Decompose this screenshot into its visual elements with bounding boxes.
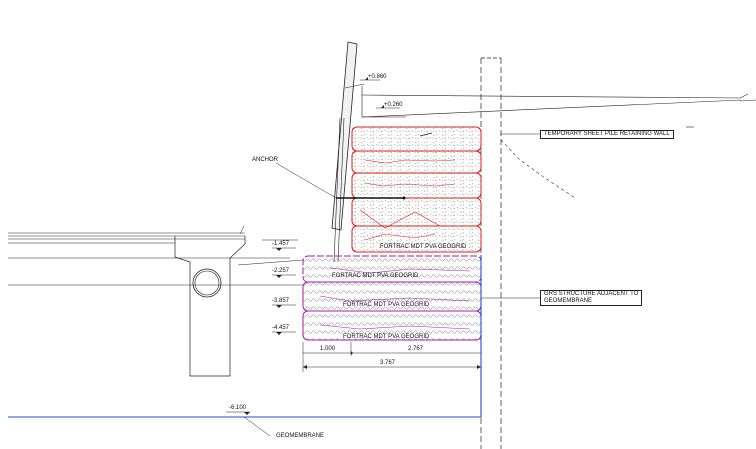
level-1457: -1.457 <box>272 241 290 247</box>
geomembrane-label: GEOMEMBRANE <box>276 433 325 439</box>
grs-callout: GRS STRUCTURE ADJACENT TO GEOMEMBRANE <box>540 290 643 306</box>
level-0860: +0.860 <box>368 74 387 80</box>
geogrid-label-2: FORTRAC MDT PVA GEOGRID <box>332 273 419 279</box>
road-surface <box>361 93 756 199</box>
anchor <box>275 162 406 200</box>
geogrid-label-4: FORTRAC MDT PVA GEOGRID <box>343 334 430 340</box>
level-2257: -2.257 <box>272 268 290 274</box>
geogrid-label-3: FORTRAC MDT PVA GEOGRID <box>343 302 430 308</box>
grs-callout-line1: GRS STRUCTURE ADJACENT TO <box>544 291 639 297</box>
level-0260: +0.260 <box>384 102 403 108</box>
callout-leaders <box>481 133 540 299</box>
dashed-boundary <box>480 57 502 449</box>
dim-3767: 3.767 <box>380 360 396 366</box>
sheet-pile-wall <box>331 41 406 263</box>
lower-grs-block <box>302 255 482 341</box>
anchor-label: ANCHOR <box>252 157 279 163</box>
dim-2767: 2.767 <box>408 346 424 352</box>
geogrid-label-1: FORTRAC MDT PVA GEOGRID <box>380 244 467 250</box>
dim-1000: 1.000 <box>320 346 336 352</box>
grs-callout-line2: GEOMEMBRANE <box>544 298 593 304</box>
level-4457: -4.457 <box>272 325 290 331</box>
upper-grs-block <box>351 126 482 253</box>
left-structure <box>8 225 304 377</box>
level-3857: -3.857 <box>272 298 290 304</box>
level-6100: -6.100 <box>229 405 247 411</box>
geomembrane-line <box>8 255 482 437</box>
level-markers <box>226 247 296 415</box>
temp-wall-callout: TEMPORARY SHEET PILE RETAINING WALL <box>540 130 674 139</box>
